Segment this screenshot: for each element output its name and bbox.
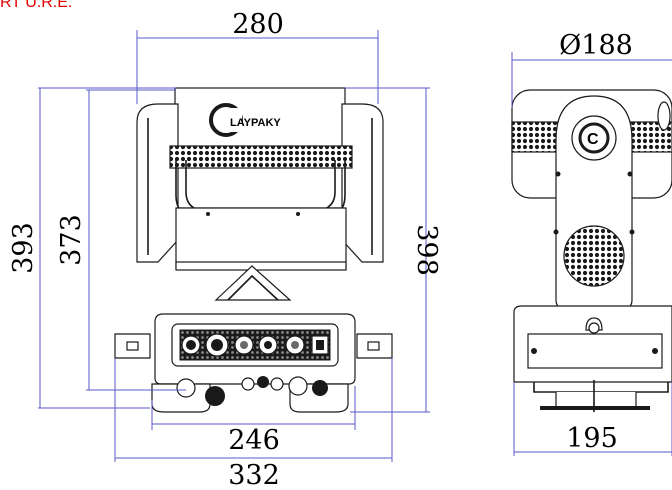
front-lower-body (175, 207, 347, 269)
dim-overall-height: 393 (8, 222, 39, 274)
dim-right-height: 398 (411, 224, 442, 276)
front-base (114, 313, 393, 413)
front-yoke-left (136, 103, 179, 263)
svg-text:C: C (587, 131, 599, 148)
dimension-lines (38, 30, 672, 462)
side-view: C (511, 89, 672, 412)
brand-logo-text: LAYPAKY (230, 117, 281, 129)
dim-base-overall-width: 332 (228, 460, 280, 490)
front-vent-grille (169, 145, 353, 169)
claypaky-logo: LAYPAKY (209, 103, 281, 137)
front-yoke-right (341, 103, 384, 263)
front-tilt-wedge (214, 265, 292, 301)
corner-label: RT U.R.E. (0, 0, 73, 11)
dim-yoke-height: 373 (56, 214, 87, 266)
side-vent-grille (563, 225, 625, 287)
front-view: LAYPAKY (114, 87, 393, 413)
dim-base-width: 246 (228, 425, 280, 456)
dim-side-diameter: Ø188 (559, 30, 633, 61)
dim-front-width: 280 (232, 9, 284, 40)
dim-side-base-width: 195 (566, 423, 618, 454)
